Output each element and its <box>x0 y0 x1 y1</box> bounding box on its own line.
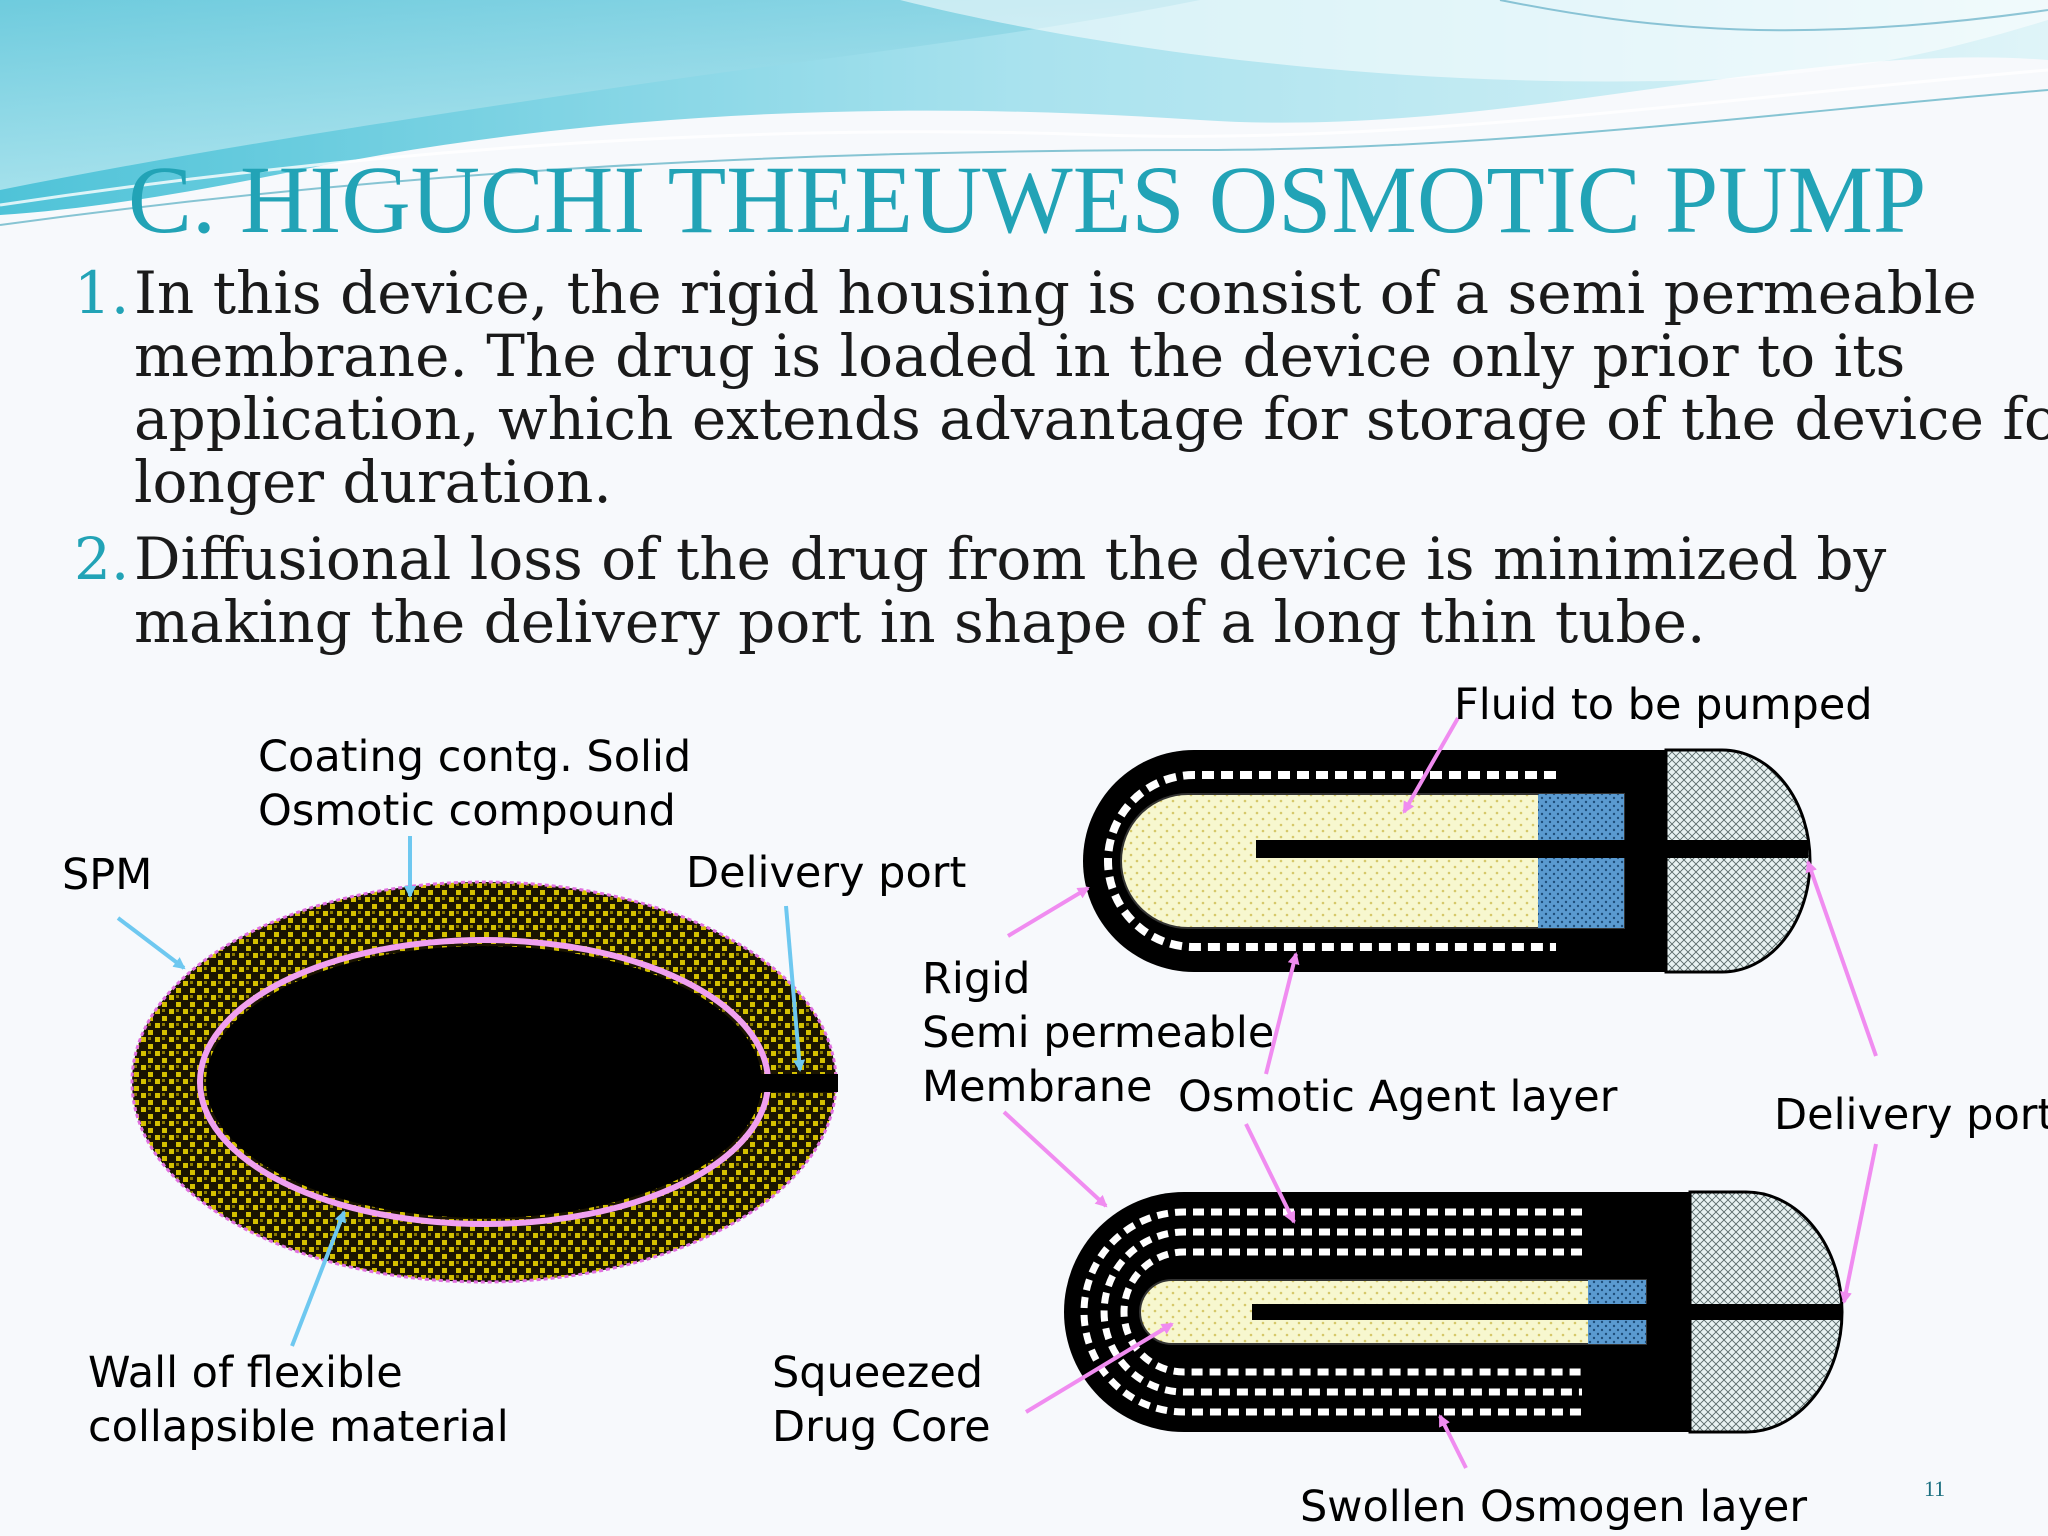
slide-title: C. HIGUCHI THEEUWES OSMOTIC PUMP <box>128 146 1927 253</box>
label-coating-line1: Coating contg. Solid <box>258 732 692 782</box>
swollen-osmogen-dashes-outer <box>1080 1208 1582 1416</box>
delivery-port-tube <box>760 1074 838 1092</box>
delivery-port-arrow <box>784 905 806 1072</box>
label-left-delivery-port: Delivery port <box>686 848 967 898</box>
label-osmotic-agent: Osmotic Agent layer <box>1178 1072 1618 1122</box>
right-pump-top <box>1083 717 1812 974</box>
left-osmotic-pump <box>116 836 838 1347</box>
delivery-port-arrow-top <box>1805 860 1878 1057</box>
wall-arrow <box>290 1210 346 1347</box>
osmotic-agent-layer-dashes <box>1104 771 1556 951</box>
rigid-membrane-arrow-top <box>1006 886 1090 938</box>
delivery-tube <box>1252 1304 1842 1320</box>
drug-reservoir <box>206 946 762 1218</box>
point-number: 1. <box>74 259 130 327</box>
label-rigid-line1: Rigid <box>922 954 1031 1004</box>
label-right-delivery-port: Delivery port <box>1774 1090 2048 1140</box>
point-1: 1. In this device, the rigid housing is … <box>74 259 2048 516</box>
label-wall-line2: collapsible material <box>88 1402 509 1452</box>
label-rigid-line2: Semi permeable <box>922 1008 1275 1058</box>
label-spm: SPM <box>62 850 153 900</box>
squeezed-core-arrow <box>1024 1322 1174 1414</box>
swollen-osmogen-dashes-inner <box>1120 1248 1582 1376</box>
rigid-membrane-arrow-bottom <box>1002 1110 1108 1208</box>
point-line: longer duration. <box>134 448 612 516</box>
swollen-osmogen-arrow <box>1438 1414 1468 1469</box>
label-wall-line1: Wall of flexible <box>88 1348 403 1398</box>
label-squeezed-line1: Squeezed <box>772 1348 984 1398</box>
right-pump-bottom <box>1064 1190 1844 1434</box>
point-line: making the delivery port in shape of a l… <box>134 588 1706 656</box>
drug-core <box>1120 793 1625 929</box>
label-fluid: Fluid to be pumped <box>1454 680 1873 730</box>
osmotic-agent-arrow-top <box>1264 952 1300 1075</box>
end-cap <box>1664 748 1812 974</box>
label-squeezed-line2: Drug Core <box>772 1402 991 1452</box>
point-2: 2. Diffusional loss of the drug from the… <box>74 528 2004 654</box>
swollen-osmogen-dashes-mid <box>1100 1228 1582 1396</box>
point-line: application, which extends advantage for… <box>134 385 2048 453</box>
point-line: Diffusional loss of the drug from the de… <box>134 525 1887 593</box>
delivery-port-arrow-bottom <box>1840 1143 1878 1304</box>
slide-number: 11 <box>1924 1476 1946 1501</box>
osmotic-agent-arrow-bottom <box>1244 1123 1296 1224</box>
label-coating-line2: Osmotic compound <box>258 786 676 836</box>
point-line: membrane. The drug is loaded in the devi… <box>134 322 1906 390</box>
label-swollen-osmogen: Swollen Osmogen layer <box>1300 1482 1808 1532</box>
piston <box>1538 794 1624 928</box>
point-line: In this device, the rigid housing is con… <box>134 259 1977 327</box>
spm-arrow <box>116 916 186 970</box>
delivery-tube <box>1256 840 1808 858</box>
label-rigid-line3: Membrane <box>922 1062 1153 1112</box>
header-wave-decoration <box>0 0 2048 226</box>
fluid-arrow <box>1402 717 1460 814</box>
point-number: 2. <box>74 525 130 593</box>
